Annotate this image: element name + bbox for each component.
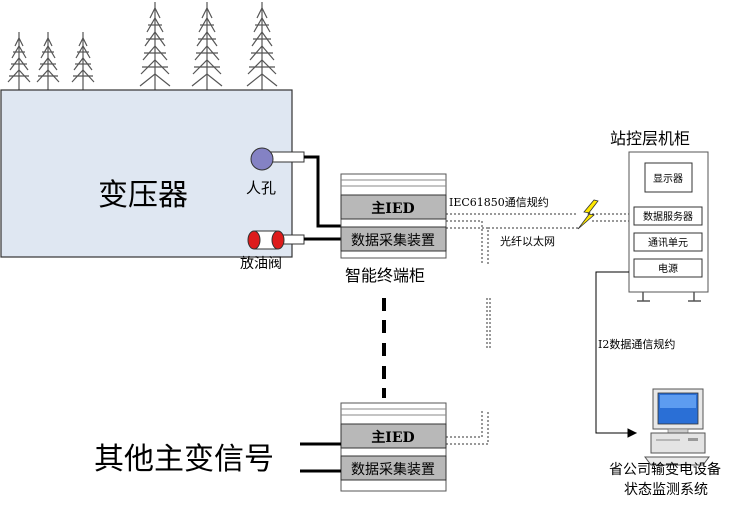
iec61850-label: IEC61850通信规约 [449, 195, 549, 209]
valve-icon [247, 230, 305, 250]
computer-icon [644, 388, 710, 466]
i2-link [595, 271, 638, 438]
tree-icon [71, 32, 95, 90]
i2-label: I2数据通信规约 [598, 337, 675, 351]
tree-icon [139, 2, 171, 90]
monitor-system-line2: 状态监测系统 [624, 482, 708, 498]
other-cabinet [340, 402, 447, 492]
valve-label: 放油阀 [240, 256, 282, 272]
station-data-server: 数据服务器 [643, 210, 693, 223]
smart-cabinet-label: 智能终端柜 [345, 266, 425, 285]
manhole-label: 人孔 [246, 179, 276, 197]
station-cabinet [628, 151, 709, 302]
tree-icon [246, 2, 278, 90]
tree-icon [191, 2, 223, 90]
manhole-icon [250, 147, 305, 171]
station-comm-unit: 通讯单元 [648, 237, 688, 249]
tree-icon [7, 32, 31, 90]
smart-cabinet-main-ied: 主IED [371, 200, 414, 217]
other-signals-label: 其他主变信号 [94, 442, 274, 477]
other-signal-wires [300, 442, 341, 473]
fiber-links [446, 213, 632, 445]
smart-cabinet [340, 173, 447, 259]
station-power: 电源 [658, 262, 678, 275]
transformer-label: 变压器 [98, 178, 188, 213]
lightning-icon [577, 199, 599, 230]
transformer-wires [304, 155, 341, 241]
other-cabinet-main-ied: 主IED [371, 429, 414, 446]
monitor-system-line1: 省公司输变电设备 [609, 461, 721, 478]
other-cabinet-data-acq: 数据采集装置 [351, 461, 435, 478]
station-cabinet-title: 站控层机柜 [610, 129, 690, 148]
transformer-body [0, 89, 293, 258]
smart-cabinet-data-acq: 数据采集装置 [351, 232, 435, 249]
fiber-label: 光纤以太网 [500, 234, 555, 248]
station-display: 显示器 [653, 173, 683, 185]
tree-icons [7, 2, 278, 90]
tree-icon [36, 32, 60, 90]
